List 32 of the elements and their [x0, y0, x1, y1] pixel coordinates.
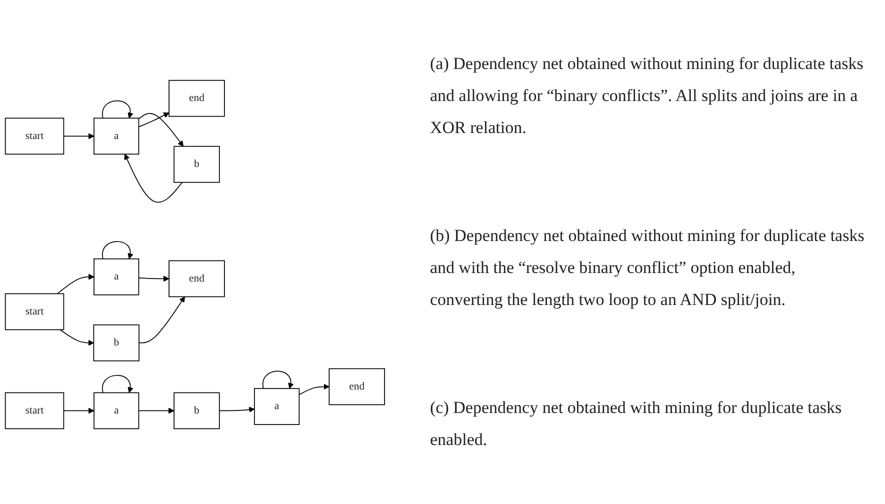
arrow — [60, 328, 94, 346]
caption: (b) Dependency net obtained without mining for duplicate tasks and with the “resolve binary conflict” option enabled, converting the length two loop to an AND split/join. — [430, 224, 866, 312]
node-box: start — [4, 292, 64, 330]
node-box: end — [168, 260, 225, 297]
arrow — [138, 407, 174, 414]
arrow — [102, 100, 133, 118]
node-box: b — [93, 324, 140, 361]
node-box: start — [4, 117, 64, 154]
arrow — [218, 406, 255, 412]
arrow — [138, 112, 170, 127]
node-box: b — [174, 392, 220, 429]
arrow — [298, 383, 330, 395]
caption: (a) Dependency net obtained without mining for duplicate tasks and allowing for “binary conflicts”. All splits and joins are in a XOR relation. — [430, 52, 864, 140]
arrow — [56, 273, 94, 294]
arrow — [138, 296, 185, 343]
node-box: start — [4, 392, 64, 429]
caption: (c) Dependency net obtained with mining for duplicate tasks enabled. — [430, 396, 843, 452]
arrow — [63, 132, 94, 139]
arrow — [138, 112, 184, 146]
arrow — [262, 370, 294, 388]
arrow — [124, 153, 183, 202]
arrow — [63, 407, 94, 414]
node-box: end — [328, 368, 385, 405]
node-box: a — [94, 392, 140, 429]
node-box: end — [168, 79, 225, 116]
arrow — [102, 240, 133, 259]
node-box: a — [94, 117, 140, 154]
node-box: a — [254, 388, 300, 424]
node-box: b — [174, 145, 220, 182]
arrow — [138, 275, 170, 282]
node-box: a — [94, 258, 140, 295]
arrow — [102, 374, 133, 393]
